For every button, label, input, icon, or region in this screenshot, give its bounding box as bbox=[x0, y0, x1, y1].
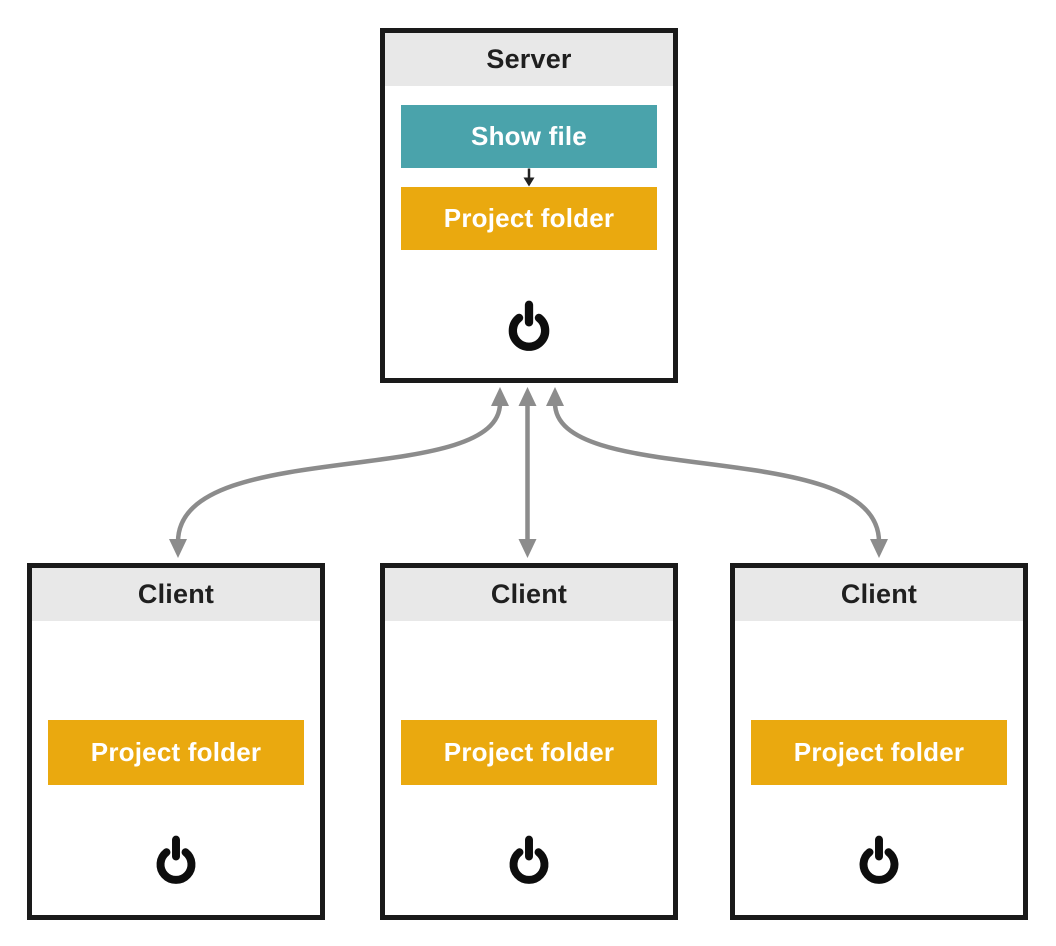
show-file-button[interactable]: Show file bbox=[401, 105, 657, 168]
arrowhead-down-middle bbox=[518, 539, 537, 558]
client-2-power-wrap bbox=[385, 835, 673, 890]
client-1-power-wrap bbox=[32, 835, 320, 890]
client-2-title: Client bbox=[490, 579, 568, 609]
client-3-project-folder-label: Project folder bbox=[793, 737, 965, 767]
connector-left bbox=[175, 402, 503, 543]
client-1-title: Client bbox=[137, 579, 215, 609]
arrowhead-down-left bbox=[169, 539, 187, 558]
arrowhead-up-right bbox=[546, 387, 564, 406]
power-icon[interactable] bbox=[505, 300, 553, 352]
client-1-header: Client bbox=[32, 568, 320, 621]
arrowhead-up-left bbox=[491, 387, 509, 406]
down-arrow-icon bbox=[523, 168, 535, 187]
flow-arrow-zone bbox=[385, 168, 673, 187]
server-header: Server bbox=[385, 33, 673, 86]
client-1-project-folder-label: Project folder bbox=[90, 737, 262, 767]
client-2-project-folder-button[interactable]: Project folder bbox=[401, 720, 657, 785]
client-3-title: Client bbox=[840, 579, 918, 609]
power-icon[interactable] bbox=[856, 835, 902, 885]
show-file-button-label: Show file bbox=[471, 121, 587, 151]
client-3-power-wrap bbox=[735, 835, 1023, 890]
client-node-2: Client Project folder bbox=[380, 563, 678, 920]
arrowhead-up-middle bbox=[518, 387, 537, 406]
client-node-1: Client Project folder bbox=[27, 563, 325, 920]
server-project-folder-label: Project folder bbox=[443, 203, 615, 233]
power-icon[interactable] bbox=[506, 835, 552, 885]
client-2-header: Client bbox=[385, 568, 673, 621]
server-node: Server Show file Project folder bbox=[380, 28, 678, 383]
client-3-project-folder-button[interactable]: Project folder bbox=[751, 720, 1007, 785]
server-power-wrap bbox=[385, 300, 673, 357]
server-project-folder-button[interactable]: Project folder bbox=[401, 187, 657, 250]
client-2-project-folder-label: Project folder bbox=[443, 737, 615, 767]
arrowhead-down-right bbox=[870, 539, 888, 558]
server-title: Server bbox=[486, 44, 572, 74]
connector-right bbox=[552, 402, 882, 543]
power-icon[interactable] bbox=[153, 835, 199, 885]
client-node-3: Client Project folder bbox=[730, 563, 1028, 920]
client-3-header: Client bbox=[735, 568, 1023, 621]
client-1-project-folder-button[interactable]: Project folder bbox=[48, 720, 304, 785]
